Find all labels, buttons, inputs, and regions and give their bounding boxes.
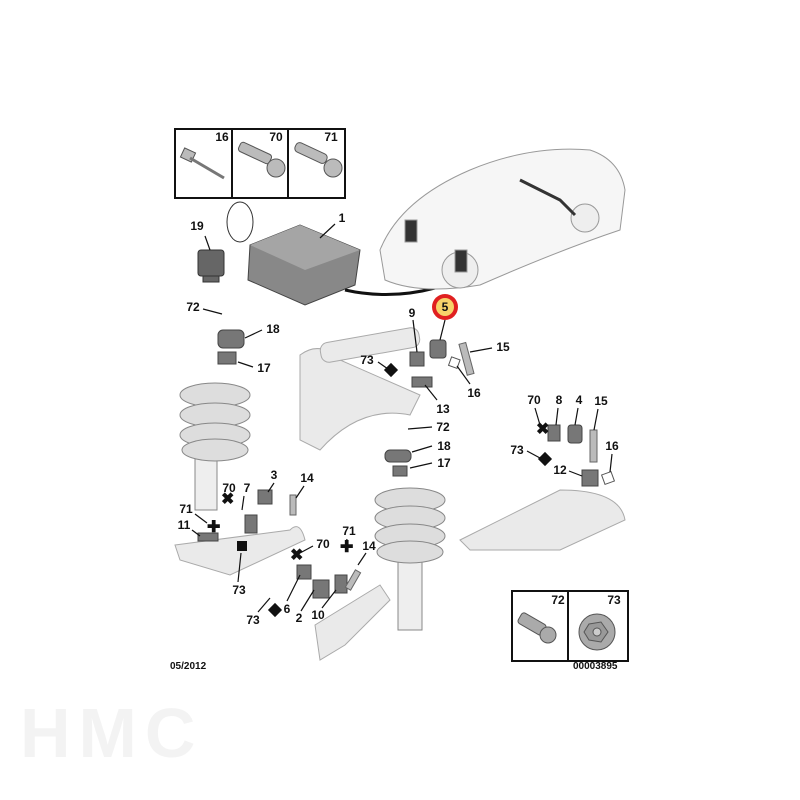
part-label[interactable]: 19	[190, 219, 204, 233]
part-label[interactable]: 14	[300, 471, 314, 485]
part-label[interactable]: 10	[311, 608, 325, 622]
part-label[interactable]: 1	[338, 211, 346, 225]
rivet-icon	[179, 147, 225, 180]
car-outline	[379, 148, 626, 290]
part-label[interactable]: 71	[342, 524, 356, 538]
part-label[interactable]: 3	[270, 468, 278, 482]
switch-symbol-icon	[226, 201, 254, 243]
screw-70-icon	[237, 141, 286, 178]
part-label[interactable]: 15	[496, 340, 510, 354]
box-label-71: 71	[324, 130, 338, 144]
part-label[interactable]: 6	[283, 602, 291, 616]
highlighted-part-callout[interactable]: 5	[432, 294, 458, 320]
nut-73-icon	[578, 613, 616, 651]
part-label[interactable]: 18	[437, 439, 451, 453]
part-label[interactable]: 70	[527, 393, 541, 407]
svg-text:✚: ✚	[340, 539, 353, 556]
screw-71-icon	[294, 142, 343, 178]
part-label[interactable]: 72	[186, 300, 200, 314]
damper	[319, 327, 421, 363]
part-label[interactable]: 14	[362, 539, 376, 553]
fastener-box-top	[174, 128, 346, 199]
part-label[interactable]: 11	[177, 518, 191, 532]
fastener-markers: ✖ ✖ ✖ ✚ ✚	[207, 421, 549, 564]
part-label[interactable]: 18	[266, 322, 280, 336]
part-label[interactable]: 71	[179, 502, 193, 516]
lower-arm-center	[314, 584, 391, 661]
switch-19	[197, 249, 225, 283]
svg-text:✖: ✖	[536, 421, 549, 438]
svg-text:✖: ✖	[290, 547, 303, 564]
square-clip-73	[237, 362, 553, 618]
part-label[interactable]: 13	[436, 402, 450, 416]
diagram-date: 05/2012	[170, 661, 207, 672]
part-label[interactable]: 2	[295, 611, 303, 625]
part-label[interactable]: 8	[555, 393, 563, 407]
part-label[interactable]: 73	[360, 353, 374, 367]
spring-strut-left	[179, 382, 251, 511]
part-label[interactable]: 12	[553, 463, 567, 477]
watermark: HMC	[20, 694, 204, 772]
part-label[interactable]: 70	[222, 481, 236, 495]
ecu-1	[247, 224, 361, 306]
upper-wishbone	[299, 348, 421, 451]
part-label[interactable]: 73	[246, 613, 260, 627]
bolt-72-icon	[517, 612, 557, 644]
rear-arm-right	[459, 489, 626, 551]
part-label[interactable]: 73	[232, 583, 246, 597]
highlighted-part-number: 5	[436, 298, 454, 316]
part-label[interactable]: 7	[243, 481, 251, 495]
part-label[interactable]: 9	[408, 306, 416, 320]
box-label-73: 73	[607, 593, 621, 607]
spring-strut-center	[374, 487, 446, 631]
svg-text:✖: ✖	[221, 491, 234, 508]
diagram-reference: 00003895	[573, 661, 618, 672]
box-label-72: 72	[551, 593, 565, 607]
part-label[interactable]: 73	[510, 443, 524, 457]
part-label[interactable]: 17	[437, 456, 451, 470]
svg-text:✚: ✚	[207, 519, 220, 536]
part-label[interactable]: 70	[316, 537, 330, 551]
part-label[interactable]: 15	[594, 394, 608, 408]
part-label[interactable]: 4	[575, 393, 583, 407]
part-label[interactable]: 72	[436, 420, 450, 434]
part-label[interactable]: 17	[257, 361, 271, 375]
part-label[interactable]: 16	[467, 386, 481, 400]
box-label-16: 16	[215, 130, 229, 144]
part-label[interactable]: 16	[605, 439, 619, 453]
box-label-70: 70	[269, 130, 283, 144]
fastener-box-bottom	[511, 590, 629, 662]
